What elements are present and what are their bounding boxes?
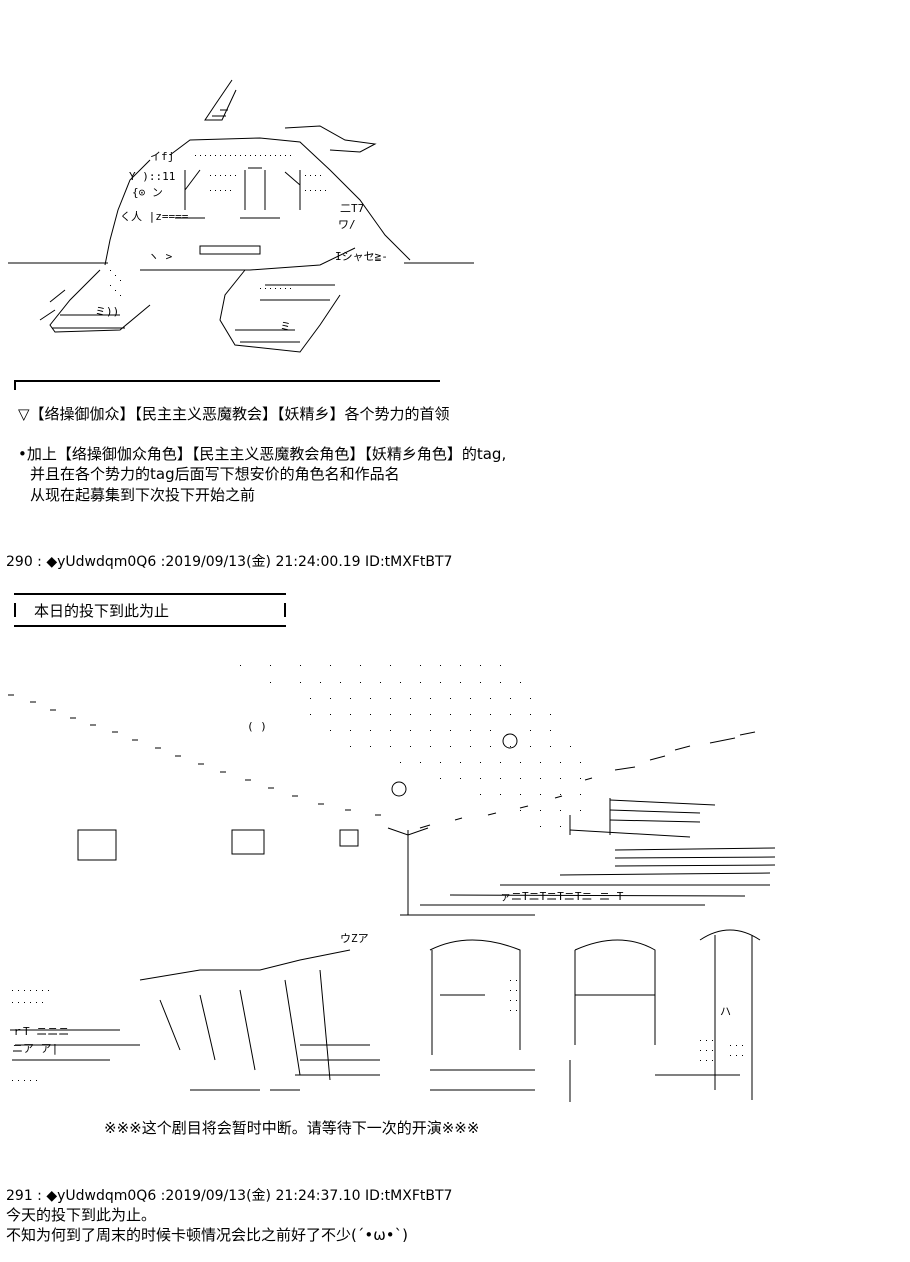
end-notice-text: 本日的投下到此为止 — [34, 602, 170, 620]
svg-text:ウZア: ウZア — [340, 932, 369, 945]
svg-text:{⊙ ン: {⊙ ン — [132, 186, 163, 199]
svg-text:ｒT ニニニ: ｒT ニニニ — [12, 1025, 69, 1038]
svg-text:イfj: イfj — [150, 150, 174, 163]
post-291-header: 291 : ◆yUdwdqm0Q6 :2019/09/13(金) 21:24:3… — [6, 1188, 453, 1204]
svg-text:Iシャセ≧-: Iシャセ≧- — [335, 250, 388, 263]
end-notice-box: 本日的投下到此为止 — [14, 593, 286, 627]
ascii-art-character: Y )::11 {⊙ ン く人 |z==== イfj 二T7 ワ/ Iシャセ≧-… — [8, 79, 474, 353]
svg-text:く人 |z====: く人 |z==== — [120, 210, 189, 223]
post-291-line-2: 不知为何到了周末的时候卡顿情况会比之前好了不少(´•ω•`) — [6, 1226, 408, 1244]
svg-text:ワ/: ワ/ — [338, 218, 356, 231]
svg-text:( ): ( ) — [247, 720, 267, 733]
svg-text:ァニTニTニTニTニ ニ T: ァニTニTニTニTニ ニ T — [500, 890, 624, 903]
svg-text:ミ: ミ — [280, 320, 291, 333]
recruit-period-line: 从现在起募集到下次投下开始之前 — [30, 486, 256, 504]
divider-top-tick — [14, 380, 16, 390]
svg-text:ミ)): ミ)) — [95, 305, 119, 318]
post-291-line-1: 今天的投下到此为止。 — [6, 1206, 157, 1224]
svg-text:二T7: 二T7 — [340, 202, 364, 215]
intermission-notice: ※※※这个剧目将会暂时中断。请等待下一次的开演※※※ — [104, 1119, 480, 1137]
faction-leaders-line: ▽【络操御伽众】【民主主义恶魔教会】【妖精乡】各个势力的首领 — [18, 405, 450, 423]
svg-text:Y )::11: Y )::11 — [129, 170, 175, 183]
svg-text:ニア ア|: ニア ア| — [12, 1042, 58, 1055]
post-290-header: 290 : ◆yUdwdqm0Q6 :2019/09/13(金) 21:24:0… — [6, 554, 453, 570]
svg-text:ハ: ハ — [720, 1005, 731, 1018]
svg-text:ヽ >: ヽ > — [148, 250, 173, 263]
tag-instruction-line-2: 并且在各个势力的tag后面写下想安价的角色名和作品名 — [30, 465, 400, 483]
ascii-art-street-scene: ( ) ァニTニTニTニTニ ニ T ウZア — [8, 665, 776, 1102]
tag-instruction-line: •加上【络操御伽众角色】【民主主义恶魔教会角色】【妖精乡角色】的tag, — [18, 445, 507, 463]
divider-top — [14, 380, 440, 382]
